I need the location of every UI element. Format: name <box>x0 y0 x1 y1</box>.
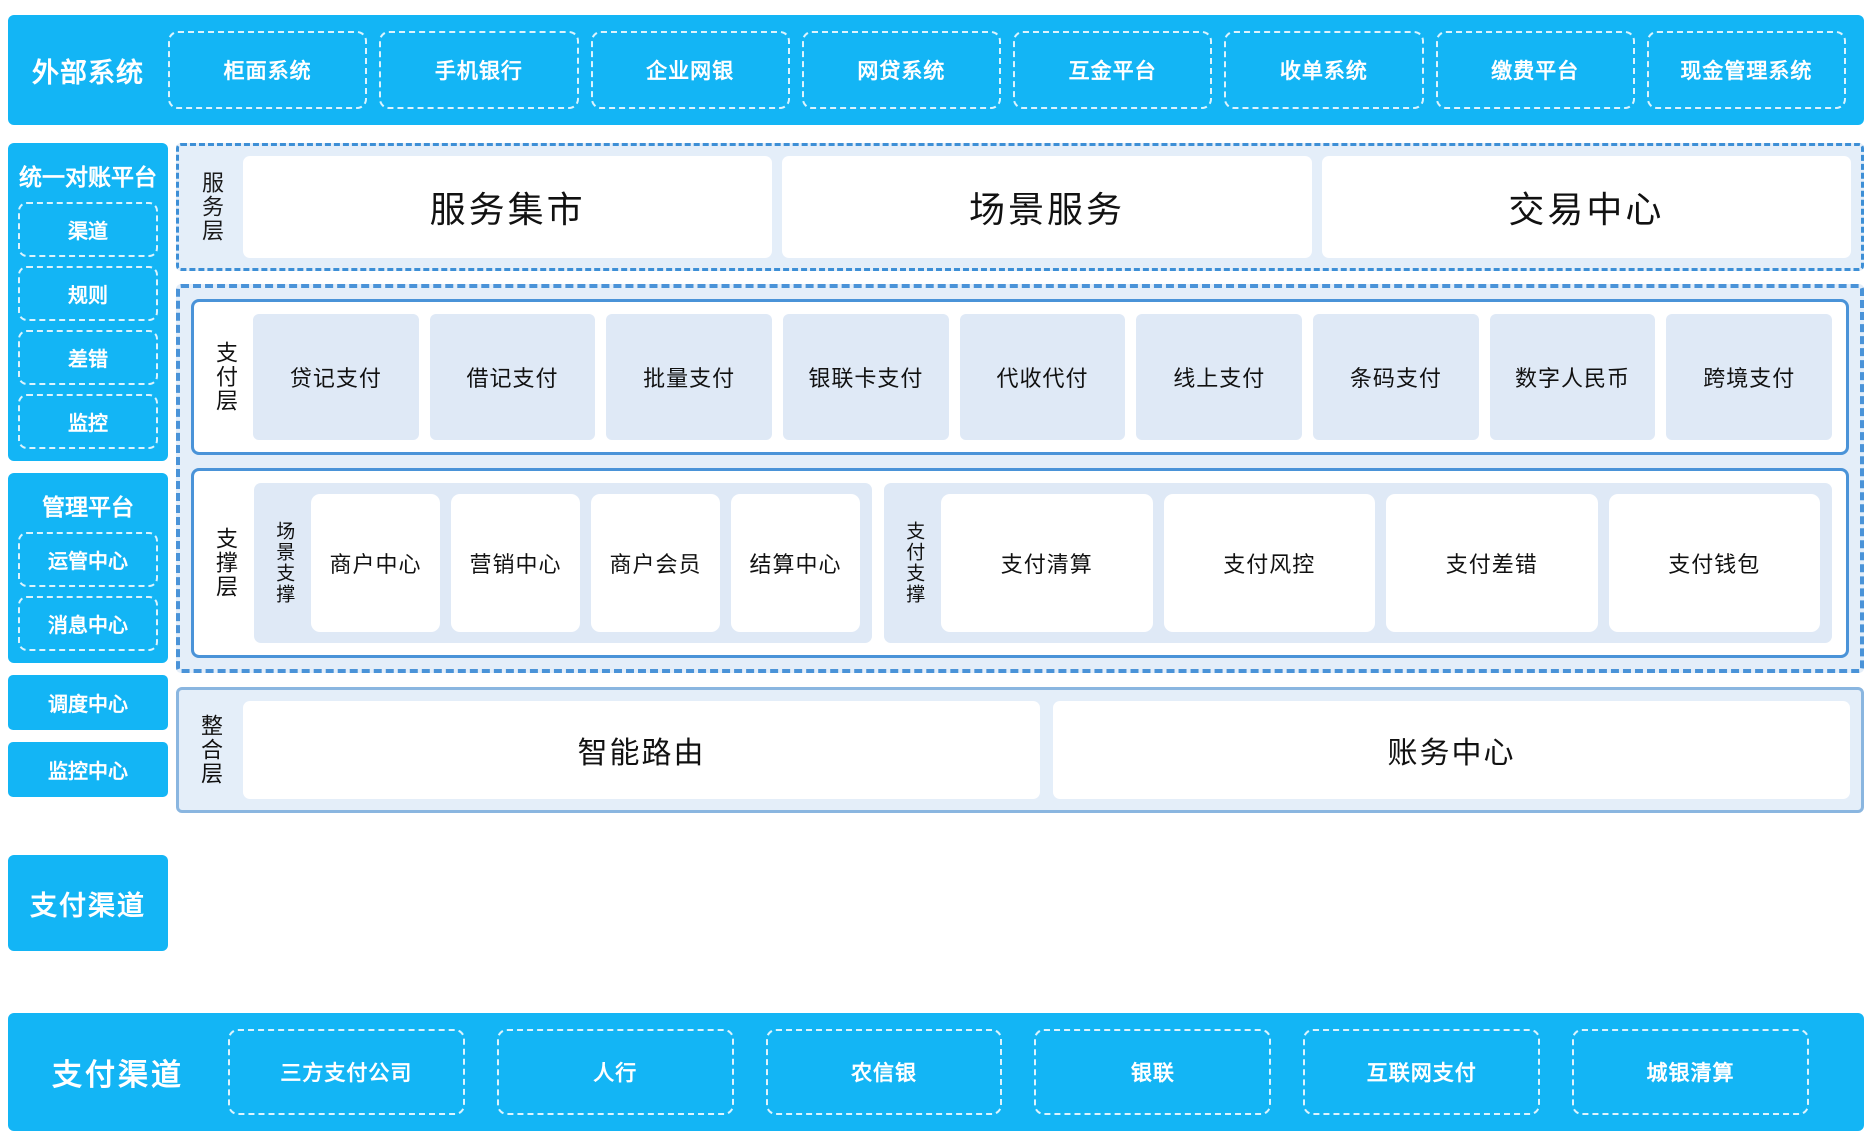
support-group-payment: 支付支撑 支付清算 支付风控 支付差错 支付钱包 <box>884 483 1832 643</box>
support-group-payment-label: 支付支撑 <box>903 521 925 605</box>
service-layer-item-transaction[interactable]: 交易中心 <box>1321 156 1851 258</box>
external-system-item[interactable]: 网贷系统 <box>801 31 1001 109</box>
payment-channel-item-third-party[interactable]: 三方支付公司 <box>228 1029 465 1115</box>
support-item-payment-error[interactable]: 支付差错 <box>1386 494 1598 632</box>
payment-channel-item-internet-payment[interactable]: 互联网支付 <box>1303 1029 1541 1115</box>
support-layer-row: 支撑层 场景支撑 商户中心 营销中心 商户会员 结算中心 支付支撑 <box>208 483 1832 643</box>
management-platform-title: 管理平台 <box>42 494 134 520</box>
payment-item-cross-border[interactable]: 跨境支付 <box>1666 314 1833 440</box>
service-layer-container: 服务层 服务集市 场景服务 交易中心 <box>176 143 1864 271</box>
reconciliation-item-error[interactable]: 差错 <box>18 330 158 385</box>
left-sidebar: 统一对账平台 渠道 规则 差错 监控 管理平台 运管中心 消息中心 调度中心 监… <box>8 143 168 809</box>
payment-channels-title: 支付渠道 <box>52 1059 184 1092</box>
external-systems-bar: 外部系统 柜面系统 手机银行 企业网银 网贷系统 互金平台 收单系统 缴费平台 … <box>8 15 1864 125</box>
support-item-payment-risk[interactable]: 支付风控 <box>1163 494 1375 632</box>
support-item-payment-wallet[interactable]: 支付钱包 <box>1608 494 1820 632</box>
support-item-merchant-center[interactable]: 商户中心 <box>311 494 440 632</box>
payment-channels-bar: 支付渠道 三方支付公司 人行 农信银 银联 互联网支付 城银清算 <box>8 1013 1864 1131</box>
service-layer-row: 服务层 服务集市 场景服务 交易中心 <box>189 156 1851 258</box>
support-layer-label: 支撑层 <box>212 527 238 599</box>
payment-layer-label: 支付层 <box>212 341 238 413</box>
support-layer-container: 支撑层 场景支撑 商户中心 营销中心 商户会员 结算中心 支付支撑 <box>191 468 1849 658</box>
payment-item-collection-payment[interactable]: 代收代付 <box>959 314 1126 440</box>
support-group-scenario: 场景支撑 商户中心 营销中心 商户会员 结算中心 <box>254 483 872 643</box>
payment-channels-list: 三方支付公司 人行 农信银 银联 互联网支付 城银清算 <box>228 1029 1864 1115</box>
service-layer-item-scenario[interactable]: 场景服务 <box>782 156 1312 258</box>
integration-layer-label: 整合层 <box>197 714 223 786</box>
payment-channel-item-city-bank-clearing[interactable]: 城银清算 <box>1572 1029 1809 1115</box>
external-system-item[interactable]: 现金管理系统 <box>1646 31 1846 109</box>
external-system-item[interactable]: 互金平台 <box>1013 31 1213 109</box>
payment-channel-item-pboc[interactable]: 人行 <box>496 1029 734 1115</box>
support-item-payment-clearing[interactable]: 支付清算 <box>941 494 1153 632</box>
sidebar-item-scheduling-center[interactable]: 调度中心 <box>8 675 168 730</box>
payment-layer-container: 支付层 贷记支付 借记支付 批量支付 银联卡支付 代收代付 线上支付 条码支付 … <box>191 299 1849 455</box>
external-systems-title: 外部系统 <box>32 57 144 88</box>
external-system-item[interactable]: 柜面系统 <box>168 31 368 109</box>
management-item-operations-center[interactable]: 运管中心 <box>18 532 158 587</box>
payment-item-barcode[interactable]: 条码支付 <box>1313 314 1479 440</box>
payment-channel-item-unionpay[interactable]: 银联 <box>1034 1029 1272 1115</box>
main-architecture-area: 服务层 服务集市 场景服务 交易中心 支付层 贷记支付 借记支付 批量支付 银联… <box>176 143 1864 813</box>
payment-item-credit[interactable]: 贷记支付 <box>253 314 419 440</box>
integration-item-accounting-center[interactable]: 账务中心 <box>1053 701 1850 799</box>
support-item-marketing-center[interactable]: 营销中心 <box>451 494 580 632</box>
integration-layer-container: 整合层 智能路由 账务中心 <box>176 687 1864 813</box>
external-systems-list: 柜面系统 手机银行 企业网银 网贷系统 互金平台 收单系统 缴费平台 现金管理系… <box>168 31 1852 109</box>
payment-channel-item-rcb[interactable]: 农信银 <box>765 1029 1003 1115</box>
payment-item-batch[interactable]: 批量支付 <box>606 314 773 440</box>
management-platform-panel: 管理平台 运管中心 消息中心 <box>8 473 168 663</box>
integration-item-smart-routing[interactable]: 智能路由 <box>243 701 1040 799</box>
payment-and-support-container: 支付层 贷记支付 借记支付 批量支付 银联卡支付 代收代付 线上支付 条码支付 … <box>176 284 1864 673</box>
management-item-message-center[interactable]: 消息中心 <box>18 596 158 651</box>
payment-item-online[interactable]: 线上支付 <box>1136 314 1303 440</box>
support-item-merchant-member[interactable]: 商户会员 <box>591 494 720 632</box>
reconciliation-platform-panel: 统一对账平台 渠道 规则 差错 监控 <box>8 143 168 461</box>
support-group-scenario-label: 场景支撑 <box>273 521 295 605</box>
support-item-settlement-center[interactable]: 结算中心 <box>731 494 860 632</box>
external-system-item[interactable]: 手机银行 <box>379 31 579 109</box>
payment-channel-side-label: 支付渠道 <box>8 855 168 951</box>
reconciliation-item-rule[interactable]: 规则 <box>18 266 158 321</box>
payment-item-unionpay-card[interactable]: 银联卡支付 <box>783 314 949 440</box>
reconciliation-platform-title: 统一对账平台 <box>19 164 157 190</box>
service-layer-item-market[interactable]: 服务集市 <box>243 156 773 258</box>
payment-item-digital-rmb[interactable]: 数字人民币 <box>1489 314 1656 440</box>
external-system-item[interactable]: 缴费平台 <box>1435 31 1635 109</box>
sidebar-item-monitoring-center[interactable]: 监控中心 <box>8 742 168 797</box>
external-system-item[interactable]: 企业网银 <box>590 31 790 109</box>
integration-layer-row: 整合层 智能路由 账务中心 <box>190 701 1850 799</box>
payment-item-debit[interactable]: 借记支付 <box>429 314 596 440</box>
external-system-item[interactable]: 收单系统 <box>1224 31 1424 109</box>
payment-layer-row: 支付层 贷记支付 借记支付 批量支付 银联卡支付 代收代付 线上支付 条码支付 … <box>208 314 1833 440</box>
reconciliation-item-monitor[interactable]: 监控 <box>18 394 158 449</box>
reconciliation-item-channel[interactable]: 渠道 <box>18 202 158 257</box>
service-layer-label: 服务层 <box>198 171 224 243</box>
